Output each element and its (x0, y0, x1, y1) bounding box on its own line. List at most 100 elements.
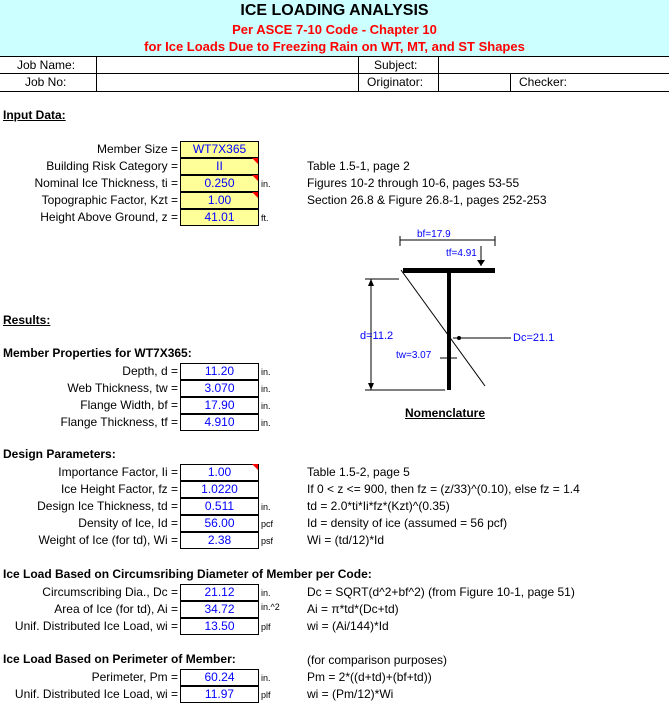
comment-marker-icon (252, 158, 258, 164)
job-no-field[interactable] (96, 74, 359, 91)
job-row-2: Job No: Originator: Checker: (0, 73, 669, 92)
ice-area-note: Ai = π*td*(Dc+td) (307, 602, 399, 616)
height-above-ground-input[interactable]: 41.01 (180, 209, 259, 226)
job-info-table: Job Name: Subject: Job No: Originator: C… (0, 56, 669, 92)
page-title: ICE LOADING ANALYSIS (240, 2, 429, 19)
ice-density-unit: pcf (261, 519, 274, 529)
flange-thickness-value: 4.910 (180, 414, 259, 431)
tee-flange (403, 268, 495, 273)
perimeter-heading: Ice Load Based on Perimeter of Member: (3, 652, 236, 666)
checker-label: Checker: (519, 75, 568, 89)
ice-weight-label: Weight of Ice (for td), Wi = (38, 533, 179, 547)
flange-thickness-unit: in. (261, 418, 271, 428)
ice-density-note: Id = density of ice (assumed = 56 pcf) (307, 516, 508, 530)
job-row-1: Job Name: Subject: (0, 56, 669, 74)
ice-density-label: Density of Ice, Id = (78, 516, 178, 530)
risk-category-note: Table 1.5-1, page 2 (307, 159, 410, 173)
ice-thickness-unit: in. (261, 179, 271, 189)
tee-web (447, 273, 451, 390)
d-arrow-top-icon (368, 279, 374, 286)
depth-unit: in. (261, 367, 271, 377)
originator-field[interactable] (438, 74, 511, 91)
topographic-factor-input[interactable]: 1.00 (180, 192, 259, 209)
perimeter-value: 60.24 (180, 669, 259, 686)
design-ice-thickness-value: 0.511 (180, 498, 259, 515)
tf-arrow-icon (477, 260, 485, 266)
importance-factor-value: 1.00 (180, 464, 259, 481)
topographic-factor-label: Topographic Factor, Kzt = (41, 193, 178, 207)
circumscribing-heading: Ice Load Based on Circumsribing Diameter… (3, 567, 372, 581)
diagram-caption: Nomenclature (405, 406, 486, 420)
risk-category-input[interactable]: II (180, 158, 259, 175)
job-name-label: Job Name: (17, 58, 76, 72)
web-thickness-value: 3.070 (180, 380, 259, 397)
design-ice-thickness-unit: in. (261, 502, 271, 512)
importance-factor-note: Table 1.5-2, page 5 (307, 465, 410, 479)
circumscribing-dia-value: 21.12 (180, 584, 259, 601)
subject-label-cell: Subject: (358, 57, 439, 74)
originator-label-cell: Originator: (358, 74, 439, 91)
height-above-ground-unit: ft. (261, 213, 269, 223)
perimeter-heading-note: (for comparison purposes) (307, 653, 448, 667)
perim-ice-load-label: Unif. Distributed Ice Load, wi = (14, 687, 178, 701)
comment-marker-icon (252, 175, 258, 181)
ice-weight-value: 2.38 (180, 532, 259, 549)
tf-label: tf=4.91 (446, 248, 477, 259)
tw-label: tw=3.07 (396, 350, 432, 361)
perimeter-note: Pm = 2*((d+td)+(bf+td)) (307, 670, 432, 684)
subject-field[interactable] (438, 57, 669, 74)
comment-marker-icon (252, 192, 258, 198)
perim-ice-load-value: 11.97 (180, 686, 259, 703)
flange-width-value: 17.90 (180, 397, 259, 414)
design-parameters-heading: Design Parameters: (3, 447, 116, 461)
perim-ice-load-note: wi = (Pm/12)*Wi (307, 687, 394, 701)
ice-area-label: Area of Ice (for td), Ai = (54, 602, 178, 616)
tee-section-diagram: bf=17.9 tf=4.91 d=11.2 Dc=21.12 tw=3.07 (360, 229, 555, 391)
ice-weight-unit: psf (261, 536, 274, 546)
member-size-input[interactable]: WT7X365 (180, 141, 259, 158)
ice-density-value: 56.00 (180, 515, 259, 532)
subject-label: Subject: (374, 58, 418, 72)
job-no-label: Job No: (25, 75, 67, 89)
flange-thickness-label: Flange Thickness, tf = (60, 415, 178, 429)
member-size-label: Member Size = (96, 142, 178, 156)
ice-thickness-label: Nominal Ice Thickness, ti = (34, 176, 178, 190)
dc-label: Dc=21.12 (513, 332, 555, 344)
risk-category-label: Building Risk Category = (46, 159, 178, 173)
web-thickness-unit: in. (261, 384, 271, 394)
depth-value: 11.20 (180, 363, 259, 380)
ice-thickness-note: Figures 10-2 through 10-6, pages 53-55 (307, 176, 520, 190)
flange-width-unit: in. (261, 401, 271, 411)
circ-ice-load-value: 13.50 (180, 618, 259, 635)
design-ice-thickness-label: Design Ice Thickness, td = (37, 499, 178, 513)
checker-label-cell: Checker: (510, 74, 669, 91)
page-subtitle: Per ASCE 7-10 Code - Chapter 10 (232, 22, 437, 37)
originator-label: Originator: (367, 75, 424, 89)
circ-ice-load-unit: plf (261, 622, 271, 632)
job-name-field[interactable] (96, 57, 359, 74)
ice-area-unit: in.^2 (261, 602, 280, 612)
header-band: ICE LOADING ANALYSIS Per ASCE 7-10 Code … (0, 0, 669, 56)
ice-weight-note: Wi = (td/12)*Id (307, 533, 385, 547)
circ-ice-load-label: Unif. Distributed Ice Load, wi = (14, 619, 178, 633)
circumscribing-dia-unit: in. (261, 588, 271, 598)
d-label: d=11.2 (360, 330, 393, 342)
height-above-ground-label: Height Above Ground, z = (40, 210, 178, 224)
circ-ice-load-note: wi = (Ai/144)*Id (307, 619, 389, 633)
perimeter-label: Perimeter, Pm = (91, 670, 178, 684)
web-thickness-label: Web Thickness, tw = (67, 381, 178, 395)
perimeter-unit: in. (261, 673, 271, 683)
importance-factor-label: Importance Factor, Ii = (58, 465, 178, 479)
flange-width-label: Flange Width, bf = (80, 398, 178, 412)
perim-ice-load-unit: plf (261, 690, 271, 700)
circumscribing-dia-note: Dc = SQRT(d^2+bf^2) (from Figure 10-1, p… (307, 585, 575, 599)
ice-height-factor-label: Ice Height Factor, fz = (60, 482, 178, 496)
ice-area-value: 34.72 (180, 601, 259, 618)
ice-thickness-input[interactable]: 0.250 (180, 175, 259, 192)
topographic-factor-note: Section 26.8 & Figure 26.8-1, pages 252-… (307, 193, 547, 207)
bf-label: bf=17.9 (417, 229, 451, 240)
ice-height-factor-note: If 0 < z <= 900, then fz = (z/33)^(0.10)… (307, 482, 580, 496)
results-heading: Results: (3, 313, 51, 327)
circumscribing-dia-label: Circumscribing Dia., Dc = (42, 585, 178, 599)
d-arrow-bottom-icon (368, 383, 374, 390)
